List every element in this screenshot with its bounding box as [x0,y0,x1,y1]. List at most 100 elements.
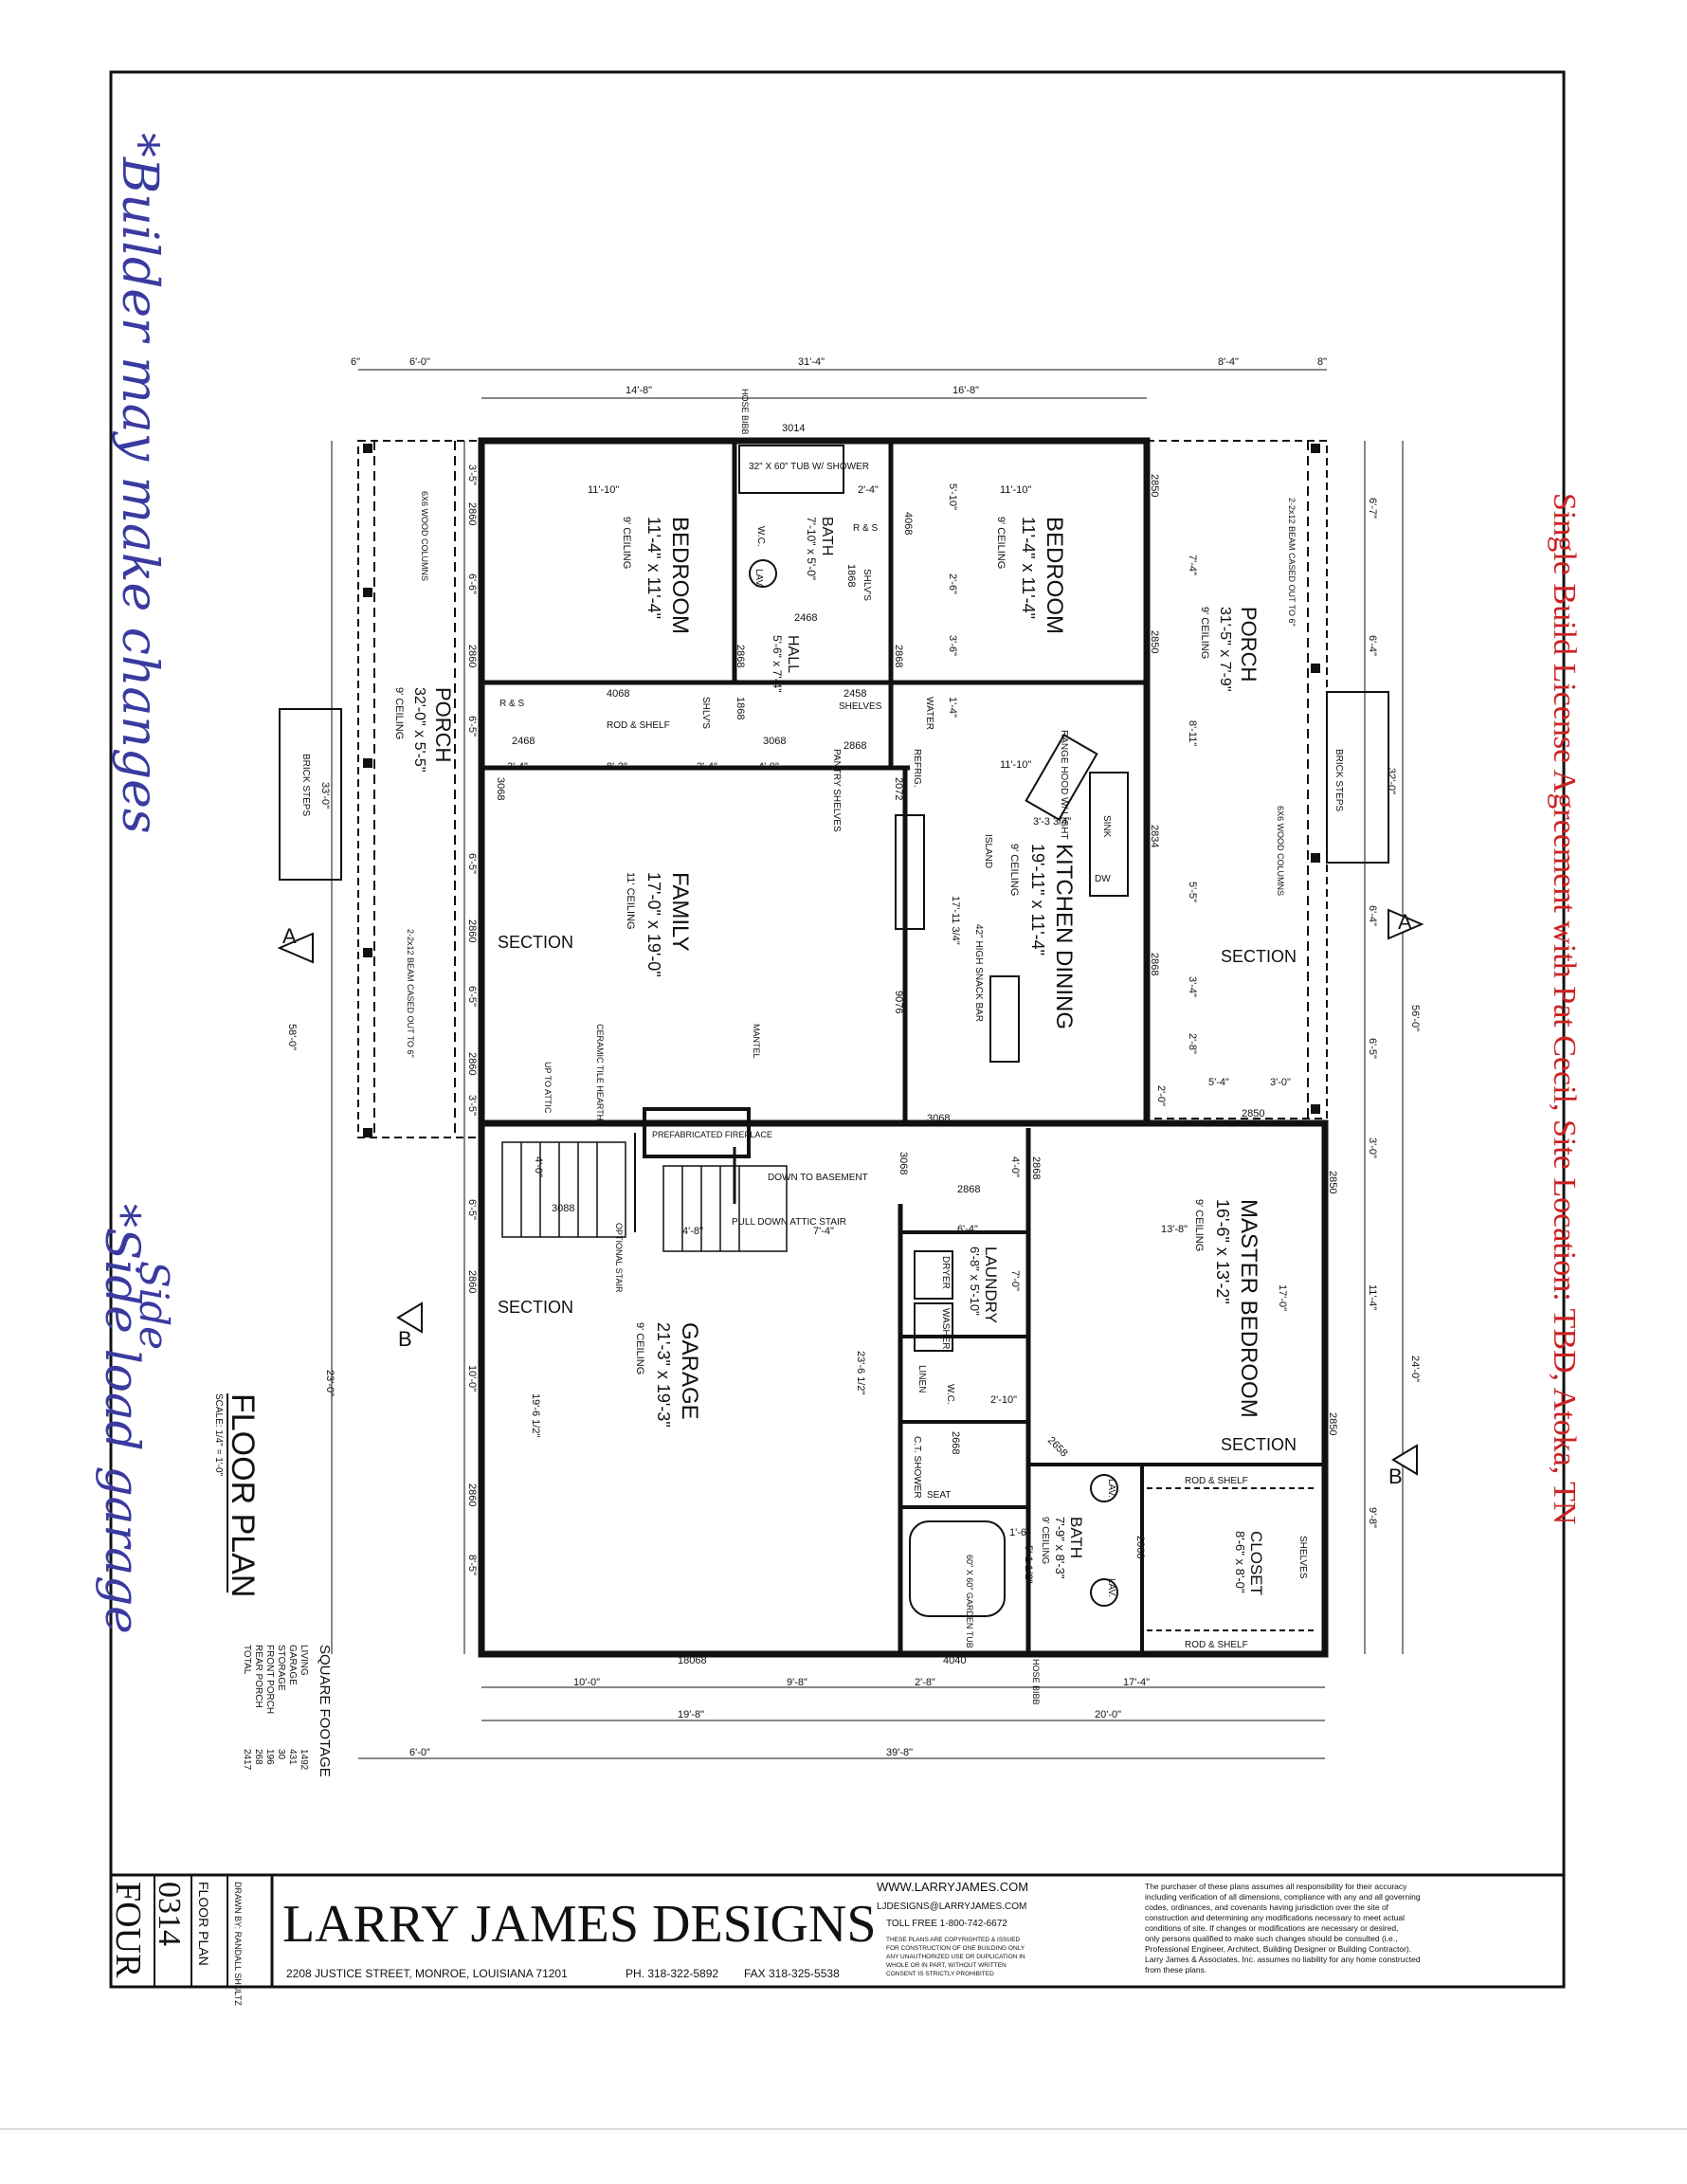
label-lav-master-1: LAV. [1106,1479,1116,1498]
dim-d-6-4: 6'-4" [957,1224,978,1235]
dim-w-3088: 3088 [552,1203,574,1214]
dim-w-2850-e: 2850 [1327,1412,1338,1435]
dim-d-7-4: 7'-4" [813,1226,834,1237]
laundry-size: 6'-8" x 5'-10" [968,1247,982,1316]
dim-l-6-6-a: 6'-6" [466,573,478,594]
porch-left-name: PORCH [431,687,455,762]
sqft-row-label: GARAGE [287,1645,298,1685]
label-lav-top: LAV. [753,569,764,588]
label-seat: SEAT [927,1490,951,1501]
dim-d-11-10-a: 11'-10" [588,484,619,496]
brick-steps-right [1326,691,1389,864]
company-tollfree: TOLL FREE 1-800-742-6672 [886,1919,1007,1929]
dim-d-17-0: 17'-0" [1277,1284,1288,1311]
dim-w-3068-b: 3068 [495,777,506,800]
label-section-family: SECTION [498,933,573,952]
dim-d-3-3: 3'-3 3/4" [1033,816,1071,828]
handwritten-note-builder: *Builder may make changes [111,133,168,834]
dimension-labels: 6" 6'-0" 31'-4" 8'-4" 8" 14'-8" 16'-8" 3… [286,356,1421,1758]
disclaimer-line: conditions of site. If changes or modifi… [1145,1923,1398,1933]
label-section-garage: SECTION [498,1298,573,1317]
lav-fixture-master-1 [1090,1474,1118,1502]
copyright-line: WHOLE OR IN PART, WITHOUT WRITTEN [886,1962,1007,1969]
dim-bot-9-8: 9'-8" [787,1677,807,1688]
dim-d-2-4-b: 2'-4" [697,761,717,773]
disclaimer-line: The purchaser of these plans assumes all… [1145,1882,1407,1891]
family-name: FAMILY [667,872,693,952]
dim-right-56: 56'-0" [1409,1005,1421,1031]
label-dryer: DRYER [940,1256,951,1289]
master-bath-name: BATH [1067,1517,1085,1558]
disclaimer-line: from these plans. [1145,1965,1206,1975]
dim-r-9-8: 9'-8" [1367,1507,1378,1528]
dim-w-2868-a: 2868 [735,645,746,667]
label-water: WATER [924,697,934,730]
sqft-row-value: 30 [276,1749,286,1760]
dim-d-4-0-b: 4'-0" [1009,1156,1021,1177]
dim-d-11-10-c: 11'-10" [1000,759,1031,771]
sqft-row-value: 196 [264,1749,275,1765]
dim-d-2-6: 2'-6" [947,573,958,594]
dim-d-2-0: 2'-0" [1155,1085,1167,1106]
fixture-labels: 32" X 60" TUB W/ SHOWER W.C. LAV. R & S … [282,389,1412,1705]
bedroom-right-name: BEDROOM [1042,517,1067,634]
dim-bot-17-4: 17'-4" [1123,1677,1150,1688]
sqft-row-value: 1492 [299,1749,309,1771]
label-rod-shelf-closet-top: ROD & SHELF [1185,1476,1248,1486]
dim-l-6-5-c: 6'-5" [466,986,478,1007]
porch-right-size: 31'-5" x 7'-9" [1217,607,1233,692]
dim-w-2468-a: 2468 [794,612,817,624]
label-optional-stair: OPTIONAL STAIR [614,1223,624,1293]
dim-d-1-6: 1'-6" [1009,1527,1030,1538]
dim-d-3-0-a: 3'-0" [1270,1077,1291,1088]
label-linen: LINEN [916,1365,927,1392]
dim-l-3-5-a: 3'-5" [466,464,478,485]
dim-r-8-11: 8'-11" [1187,720,1198,746]
dim-w-2868-e: 2868 [1030,1156,1042,1179]
dim-bot-18068: 18068 [678,1655,707,1666]
label-brick-steps-right: BRICK STEPS [1333,749,1344,811]
dim-r-5-5: 5'-5" [1187,882,1198,902]
dim-w-4068-b: 4068 [607,688,629,700]
dim-w-3068-a: 3068 [763,736,786,747]
label-rs-top: R & S [853,523,878,534]
copyright-line: FOR CONSTRUCTION OF ONE BUILDING ONLY [886,1945,1025,1952]
closet-size: 8'-6" x 8'-0" [1233,1531,1247,1593]
garage-size: 21'-3" x 19'-3" [654,1322,673,1428]
sqft-row-value: 431 [287,1749,298,1765]
company-name: LARRY JAMES DESIGNS [282,1895,876,1954]
dim-w-2860-f: 2860 [466,1483,478,1506]
master-ceiling: 9' CEILING [1193,1199,1205,1251]
master-bath-ceiling: 9' CEILING [1040,1517,1050,1564]
garage-name: GARAGE [677,1322,702,1420]
laundry-name: LAUNDRY [982,1247,1000,1323]
sqft-title: SQUARE FOOTAGE [317,1645,333,1777]
company-fax: FAX 318-325-5538 [744,1967,840,1980]
master-bath-size: 7'-9" x 8'-3" [1053,1517,1067,1579]
dim-bot-19-8: 19'-8" [678,1709,704,1720]
room-labels: BEDROOM 11'-4" x 11'-4" 9' CEILING BEDRO… [393,517,1265,1595]
copyright-line: CONSENT IS STRICTLY PROHIBITED [886,1971,994,1977]
bedroom-left-ceiling: 9' CEILING [621,517,632,569]
label-section-porch: SECTION [1221,947,1297,966]
dim-w-2868-d: 2868 [1149,953,1160,975]
label-attic-stair: PULL DOWN ATTIC STAIR [732,1217,846,1228]
hall-size: 5'-6" x 7'-4" [771,635,784,692]
label-lav-master-2: LAV. [1106,1578,1116,1597]
dim-l-19-6: 19'-6 1/2" [530,1393,541,1437]
dim-l-6-5-b: 6'-5" [466,853,478,874]
section-marker-b-right [1391,1444,1418,1476]
label-refrig: REFRIG. [912,749,922,788]
disclaimer-line: including verification of all dimensions… [1145,1892,1421,1902]
label-section-master: SECTION [1221,1435,1297,1454]
dim-w-3068-d: 3068 [898,1152,909,1174]
family-ceiling: 11' CEILING [625,872,636,930]
dim-w-2458: 2458 [844,688,866,700]
label-shelves-hall: SHELVES [839,701,882,712]
dim-d-13-8: 13'-8" [1161,1224,1188,1235]
dim-top-14-8: 14'-8" [626,385,652,396]
sheet-number-four: FOUR [108,1882,148,1978]
dim-w-9076: 9076 [893,991,904,1013]
label-mantel: MANTEL [752,1024,761,1059]
